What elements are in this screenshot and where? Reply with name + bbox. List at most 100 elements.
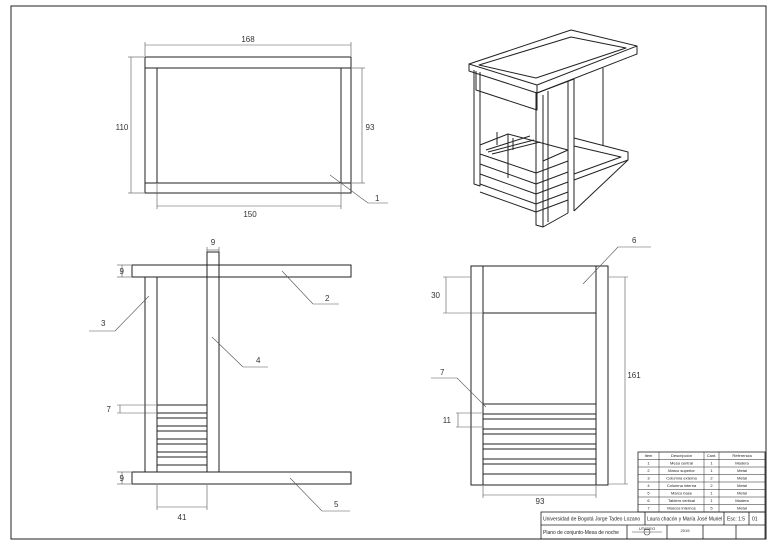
parts-table-cell: 5 bbox=[647, 491, 650, 496]
front-slat bbox=[482, 463, 597, 475]
parts-table-cell: Columna interna bbox=[667, 483, 697, 488]
parts-table-cell: 6 bbox=[647, 498, 650, 503]
parts-table-cell: 1 bbox=[710, 491, 713, 496]
parts-table-cell: 2 bbox=[710, 476, 713, 481]
side-view-dimensions bbox=[89, 247, 350, 512]
dim-front-height: 161 bbox=[627, 371, 641, 380]
leader-part-2 bbox=[281, 270, 314, 305]
front-left-leg bbox=[470, 265, 484, 486]
dim-side-bar: 9 bbox=[211, 238, 216, 247]
isometric-view bbox=[468, 29, 638, 228]
part-number-1: 1 bbox=[375, 194, 380, 203]
front-right-leg bbox=[595, 265, 609, 486]
leader-part-7 bbox=[456, 377, 487, 408]
parts-table-cell: 1 bbox=[710, 461, 713, 466]
dim-top-inner-width: 150 bbox=[243, 210, 257, 219]
side-slat bbox=[156, 430, 208, 440]
title-drawing-name: Plano de conjunto-Mesa de noche bbox=[543, 530, 619, 536]
parts-table-cell: 3 bbox=[647, 476, 650, 481]
front-view bbox=[470, 265, 609, 486]
parts-table-cell: 5 bbox=[710, 506, 713, 511]
parts-table-header-cell: Descripción bbox=[671, 453, 692, 458]
parts-table-cell: 1 bbox=[647, 461, 650, 466]
dim-top-width: 168 bbox=[241, 35, 255, 44]
side-inner-column bbox=[206, 251, 220, 473]
front-slat bbox=[482, 448, 597, 460]
part-number-3: 3 bbox=[101, 319, 106, 328]
iso-top-board bbox=[468, 29, 638, 86]
parts-table-cell: Madera bbox=[735, 461, 749, 466]
parts-table-cell: Metal bbox=[737, 476, 747, 481]
dim-front-width: 93 bbox=[536, 497, 545, 506]
top-view-dimensions bbox=[128, 42, 388, 209]
parts-table-cell: Metal bbox=[737, 468, 747, 473]
leader-part-3 bbox=[114, 295, 150, 332]
parts-table-cell: 7 bbox=[647, 506, 650, 511]
dim-side-bar-top: 9 bbox=[120, 267, 125, 276]
side-slat bbox=[156, 404, 208, 414]
title-block bbox=[540, 511, 766, 540]
utadeo-logo: UTADEO bbox=[632, 526, 662, 536]
leader-part-4 bbox=[211, 336, 244, 368]
sheet-border bbox=[10, 5, 767, 540]
title-university: Universidad de Bogotá Jorge Tadeo Lozano bbox=[543, 517, 640, 523]
title-sheet-number: 01 bbox=[752, 517, 758, 523]
leader-part-6 bbox=[582, 246, 619, 285]
parts-table-cell: Madera bbox=[735, 498, 749, 503]
parts-table-header-cell: Item bbox=[645, 453, 653, 458]
parts-table-cell: Marcos internos bbox=[667, 506, 695, 511]
dim-top-depth: 110 bbox=[116, 123, 129, 132]
parts-table-cell: 2 bbox=[710, 483, 713, 488]
side-slat bbox=[156, 417, 208, 427]
title-date: 2019 bbox=[681, 528, 691, 533]
part-number-6: 6 bbox=[632, 236, 637, 245]
part-number-4: 4 bbox=[256, 356, 261, 365]
iso-base-frame bbox=[573, 137, 629, 181]
part-number-5: 5 bbox=[334, 500, 339, 509]
parts-table-cell: Mesa central bbox=[670, 461, 693, 466]
leader-part-5 bbox=[289, 477, 323, 512]
top-view bbox=[144, 56, 352, 194]
parts-table-cell: Columna externa bbox=[666, 476, 697, 481]
title-authors: Laura chacón y María José Muriel bbox=[647, 517, 722, 523]
top-view-outer-frame bbox=[144, 56, 352, 194]
parts-table-cell: 4 bbox=[647, 483, 650, 488]
front-outer-frame bbox=[470, 265, 609, 486]
front-slat bbox=[482, 403, 597, 415]
parts-table-cell: 2 bbox=[647, 468, 650, 473]
parts-table-cell: Tablero vertical bbox=[668, 498, 695, 503]
front-slat bbox=[482, 418, 597, 430]
parts-table-cell: 1 bbox=[710, 468, 713, 473]
top-view-inner-board bbox=[156, 67, 342, 184]
parts-table-cell: Metal bbox=[737, 491, 747, 496]
side-view bbox=[131, 251, 352, 485]
leader-part-1 bbox=[329, 174, 369, 204]
parts-table-header-cell: Cant. bbox=[707, 453, 717, 458]
dim-side-bar-bottom: 9 bbox=[120, 474, 125, 483]
dim-front-rail: 30 bbox=[431, 291, 440, 300]
dim-front-slat: 11 bbox=[443, 416, 452, 425]
dim-side-width: 41 bbox=[178, 513, 187, 522]
parts-table-cell: Marco superior bbox=[668, 468, 695, 473]
side-slat bbox=[156, 456, 208, 466]
parts-table-cell: Metal bbox=[737, 483, 747, 488]
parts-table-cell: Metal bbox=[737, 506, 747, 511]
front-view-dimensions bbox=[431, 246, 651, 498]
side-outer-column bbox=[144, 276, 158, 473]
side-slat bbox=[156, 443, 208, 453]
parts-table-header-cell: Referencia bbox=[732, 453, 752, 458]
title-scale: Esc: 1:5 bbox=[727, 517, 745, 523]
iso-leg bbox=[473, 70, 481, 187]
dim-side-slat-label: 7 bbox=[107, 405, 112, 414]
part-number-2: 2 bbox=[325, 294, 330, 303]
parts-table: Item Descripción Cant. Referencia 1 Mesa cent… bbox=[637, 451, 766, 513]
svg-text:UTADEO: UTADEO bbox=[639, 526, 655, 531]
side-top-bar bbox=[131, 264, 352, 278]
parts-table-cell: Marco base bbox=[671, 491, 693, 496]
part-number-7: 7 bbox=[440, 368, 445, 377]
dim-top-inner-depth: 93 bbox=[366, 123, 375, 132]
side-base-bar bbox=[131, 471, 352, 485]
parts-table-cell: 1 bbox=[710, 498, 713, 503]
front-slat bbox=[482, 433, 597, 445]
